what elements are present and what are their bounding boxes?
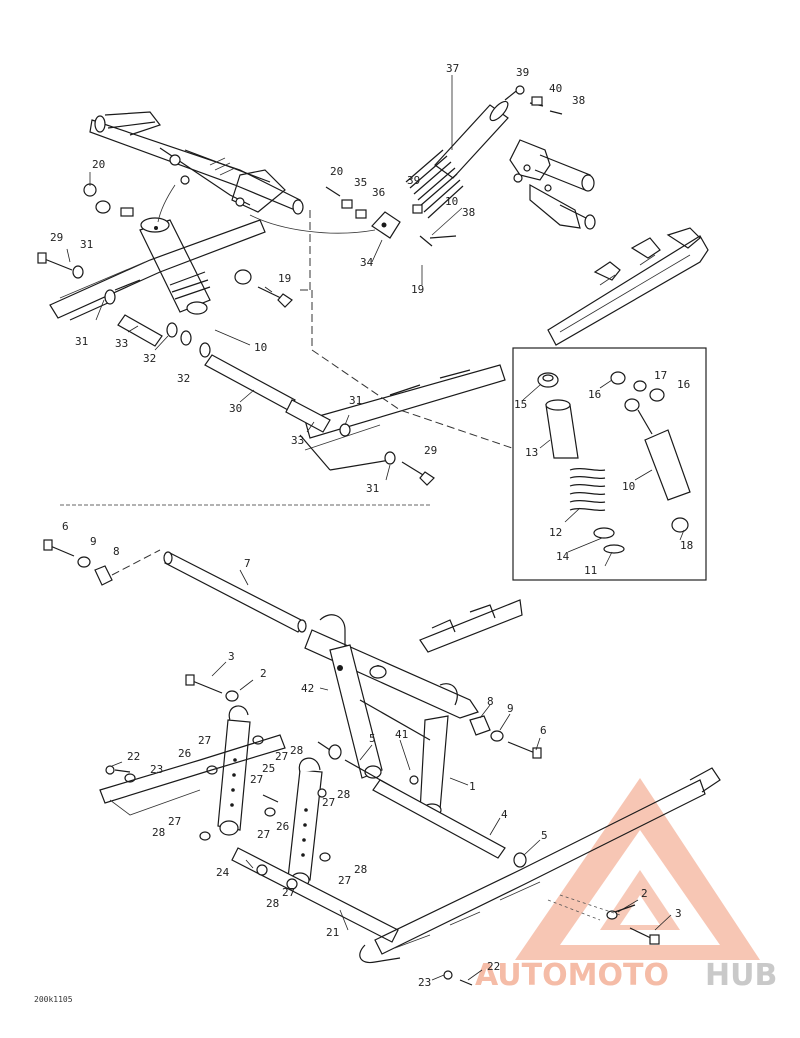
callout-15: 15 [514, 398, 527, 411]
callout-38: 38 [572, 94, 585, 107]
callout-32: 32 [143, 352, 156, 365]
shock-absorber-37 [371, 85, 525, 239]
callout-42: 42 [301, 682, 314, 695]
callout-29: 29 [424, 444, 437, 457]
callout-10: 10 [445, 195, 458, 208]
callout-24: 24 [216, 866, 230, 879]
callout-27: 27 [168, 815, 181, 828]
callout-6: 6 [62, 520, 69, 533]
callout-5: 5 [369, 732, 376, 745]
callout-33: 33 [115, 337, 128, 350]
callout-18: 18 [680, 539, 693, 552]
rear-bracket-assembly [509, 139, 596, 230]
callout-27: 27 [250, 773, 263, 786]
callout-21: 21 [326, 926, 339, 939]
callout-40: 40 [549, 82, 562, 95]
bolt-set-lower-left [43, 539, 113, 586]
figure-code: 200k1105 [34, 995, 73, 1004]
callout-7: 7 [244, 557, 251, 570]
callout-26: 26 [276, 820, 289, 833]
callout-39: 39 [407, 174, 420, 187]
callout-3: 3 [228, 650, 235, 663]
callout-31: 31 [75, 335, 88, 348]
callout-38: 38 [462, 206, 475, 219]
callout-27: 27 [198, 734, 211, 747]
callout-5: 5 [541, 829, 548, 842]
callout-13: 13 [525, 446, 538, 459]
callout-numbers: 37 39 40 38 20 20 35 36 39 10 38 34 19 1… [50, 62, 693, 989]
callout-16: 16 [677, 378, 690, 391]
callout-20: 20 [92, 158, 105, 171]
lower-rails [99, 599, 721, 964]
callout-39: 39 [516, 66, 529, 79]
callout-32: 32 [177, 372, 190, 385]
watermark-brand-part2: HUB [705, 958, 777, 993]
callout-3: 3 [675, 907, 682, 920]
bolt-set-upper [37, 96, 563, 486]
callout-17: 17 [654, 369, 667, 382]
callout-27: 27 [322, 796, 335, 809]
upper-rail-right [547, 227, 709, 346]
callout-11: 11 [584, 564, 597, 577]
callout-28: 28 [354, 863, 367, 876]
callout-27: 27 [275, 750, 288, 763]
inset-shock-detail [512, 347, 707, 581]
callout-19: 19 [278, 272, 291, 285]
callout-28: 28 [290, 744, 303, 757]
callout-6: 6 [540, 724, 547, 737]
callout-10: 10 [254, 341, 267, 354]
callout-28: 28 [266, 897, 279, 910]
callout-31: 31 [366, 482, 379, 495]
callout-2: 2 [260, 667, 267, 680]
callout-22: 22 [127, 750, 140, 763]
callout-34: 34 [360, 256, 374, 269]
rear-arm-assembly [304, 614, 479, 817]
callout-9: 9 [90, 535, 97, 548]
callout-31: 31 [349, 394, 362, 407]
rear-crossshaft-7 [163, 551, 307, 633]
callout-14: 14 [556, 550, 570, 563]
callout-2: 2 [641, 887, 648, 900]
callout-23: 23 [150, 763, 163, 776]
callout-8: 8 [487, 695, 494, 708]
callout-29: 29 [50, 231, 63, 244]
callout-22: 22 [487, 960, 500, 973]
callout-30: 30 [229, 402, 242, 415]
callout-35: 35 [354, 176, 367, 189]
callout-37: 37 [446, 62, 459, 75]
callout-27: 27 [257, 828, 270, 841]
watermark-logo: AUTOMOTO HUB [475, 778, 777, 993]
reference-arc [249, 214, 376, 234]
callout-8: 8 [113, 545, 120, 558]
callout-26: 26 [178, 747, 191, 760]
callout-27: 27 [282, 886, 295, 899]
front-arm-assembly [89, 111, 304, 215]
callout-28: 28 [337, 788, 350, 801]
callout-19: 19 [411, 283, 424, 296]
reference-line-upper [300, 289, 513, 449]
link-arms [199, 705, 399, 943]
callout-4: 4 [501, 808, 508, 821]
callout-41: 41 [395, 728, 408, 741]
callout-28: 28 [152, 826, 165, 839]
callout-20: 20 [330, 165, 343, 178]
callout-leaders [66, 75, 672, 981]
reference-line-lower [111, 549, 161, 576]
crossshaft-30 [104, 289, 396, 465]
callout-10: 10 [622, 480, 635, 493]
callout-36: 36 [372, 186, 385, 199]
callout-9: 9 [507, 702, 514, 715]
callout-12: 12 [549, 526, 562, 539]
callout-1: 1 [469, 780, 476, 793]
callout-31: 31 [80, 238, 93, 251]
callout-16: 16 [588, 388, 601, 401]
upper-rail-left [49, 219, 506, 471]
callout-33: 33 [291, 434, 304, 447]
crossshaft-4 [328, 744, 527, 868]
callout-25: 25 [262, 762, 275, 775]
callout-27: 27 [338, 874, 351, 887]
watermark-brand-part1: AUTOMOTO [475, 958, 669, 993]
callout-23: 23 [418, 976, 431, 989]
